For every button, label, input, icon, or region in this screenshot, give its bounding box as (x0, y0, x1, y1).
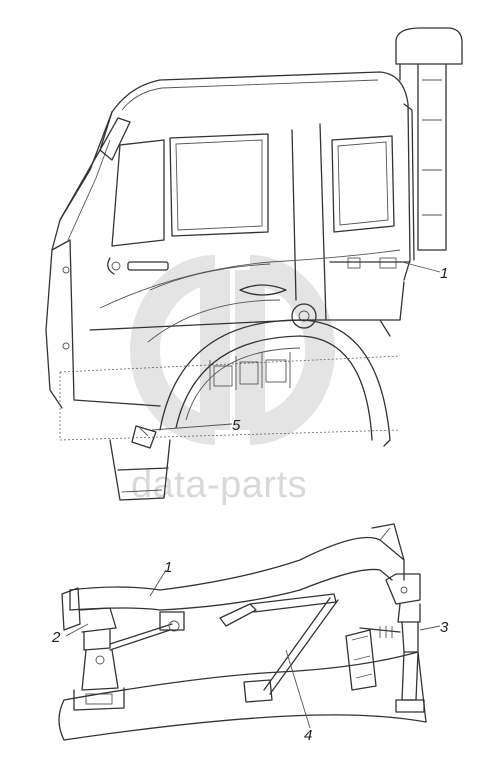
leader-line-1-upper (401, 261, 441, 273)
callout-label: 5 (232, 417, 241, 434)
callout-label: 1 (164, 559, 172, 576)
cab-callouts: 1 5 (151, 261, 448, 434)
leader-line-2 (65, 623, 89, 637)
frame-drawing (58, 523, 427, 741)
callout-label: 4 (304, 727, 312, 744)
leader-line-1-lower (149, 569, 167, 597)
cab-drawing (45, 27, 463, 501)
frame-callouts: 1 2 3 4 (51, 559, 449, 744)
leader-line-3 (419, 625, 441, 631)
callout-label: 2 (51, 629, 61, 646)
watermark-logo: data-parts (130, 255, 335, 506)
watermark-text: data-parts (131, 464, 307, 506)
leader-line-4 (285, 649, 311, 729)
callout-label: 1 (440, 265, 448, 282)
leader-line-5 (151, 423, 233, 431)
callout-label: 3 (440, 619, 449, 636)
